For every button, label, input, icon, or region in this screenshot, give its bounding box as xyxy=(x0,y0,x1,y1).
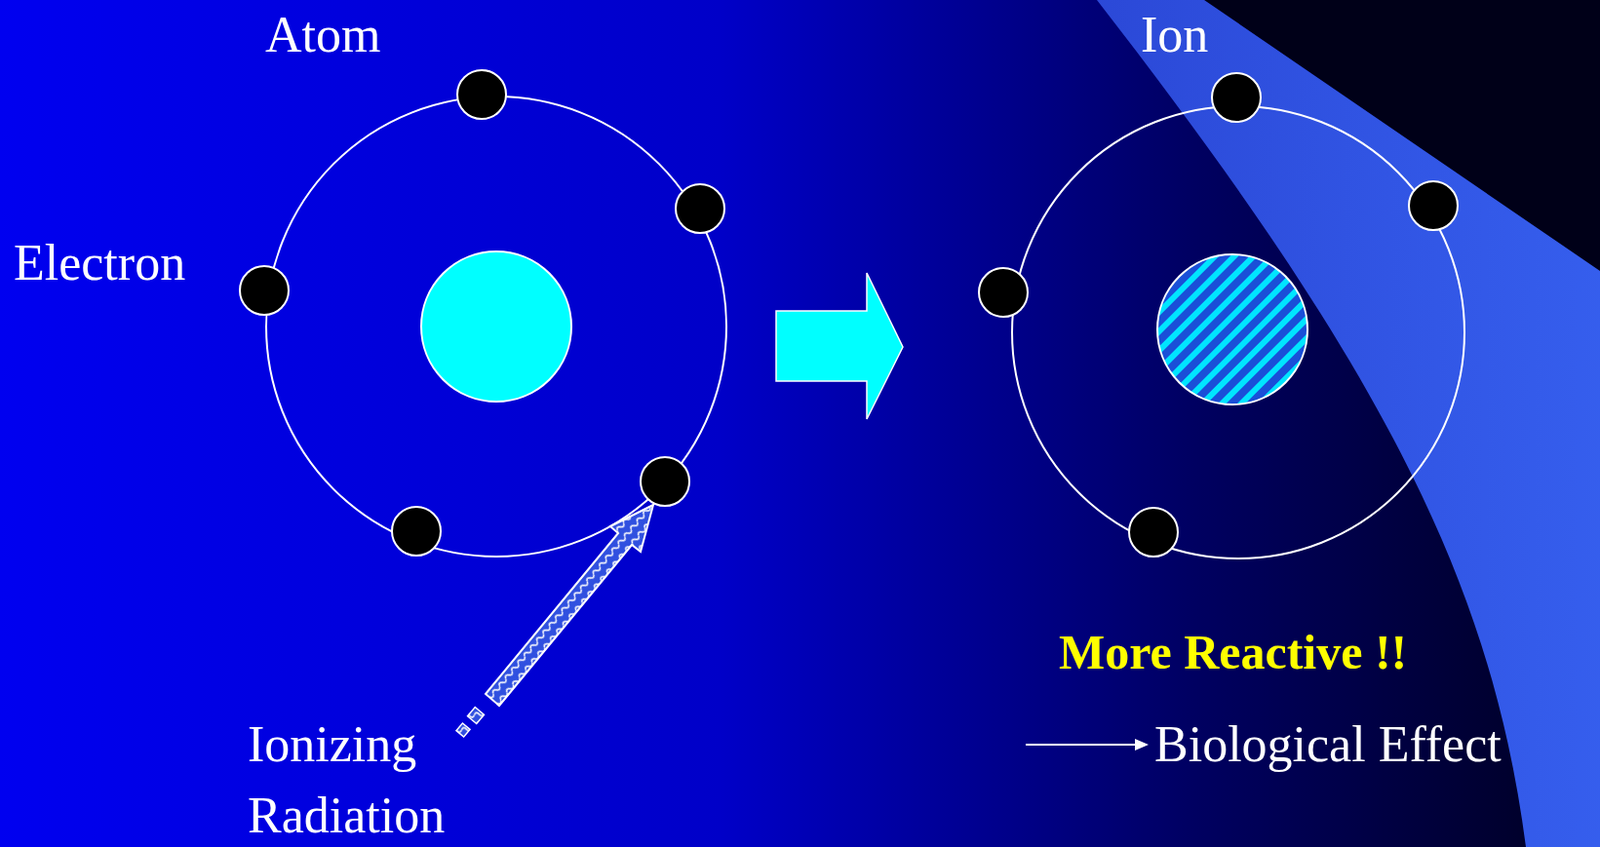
effect-arrow xyxy=(1025,743,1139,746)
effect-arrowhead xyxy=(1134,739,1149,751)
orbit xyxy=(1012,106,1465,559)
note-label: More Reactive !! xyxy=(1058,618,1518,687)
electrons xyxy=(978,73,1458,557)
radiation-tail xyxy=(468,707,485,725)
orbit xyxy=(266,96,727,557)
nucleus xyxy=(1157,254,1308,405)
radiation-arrow xyxy=(485,505,654,706)
title-label: Ion xyxy=(1140,0,1258,72)
nucleus xyxy=(421,251,572,402)
title-label: Atom xyxy=(265,0,422,72)
part-label: Ionizing Radiation xyxy=(247,709,482,847)
electrons xyxy=(239,70,725,556)
light-band xyxy=(1096,0,1600,847)
part-label: Electron xyxy=(13,228,238,300)
transition-arrow xyxy=(776,273,903,420)
radiation-tail xyxy=(456,723,470,738)
note-label: Biological Effect xyxy=(1154,709,1584,781)
